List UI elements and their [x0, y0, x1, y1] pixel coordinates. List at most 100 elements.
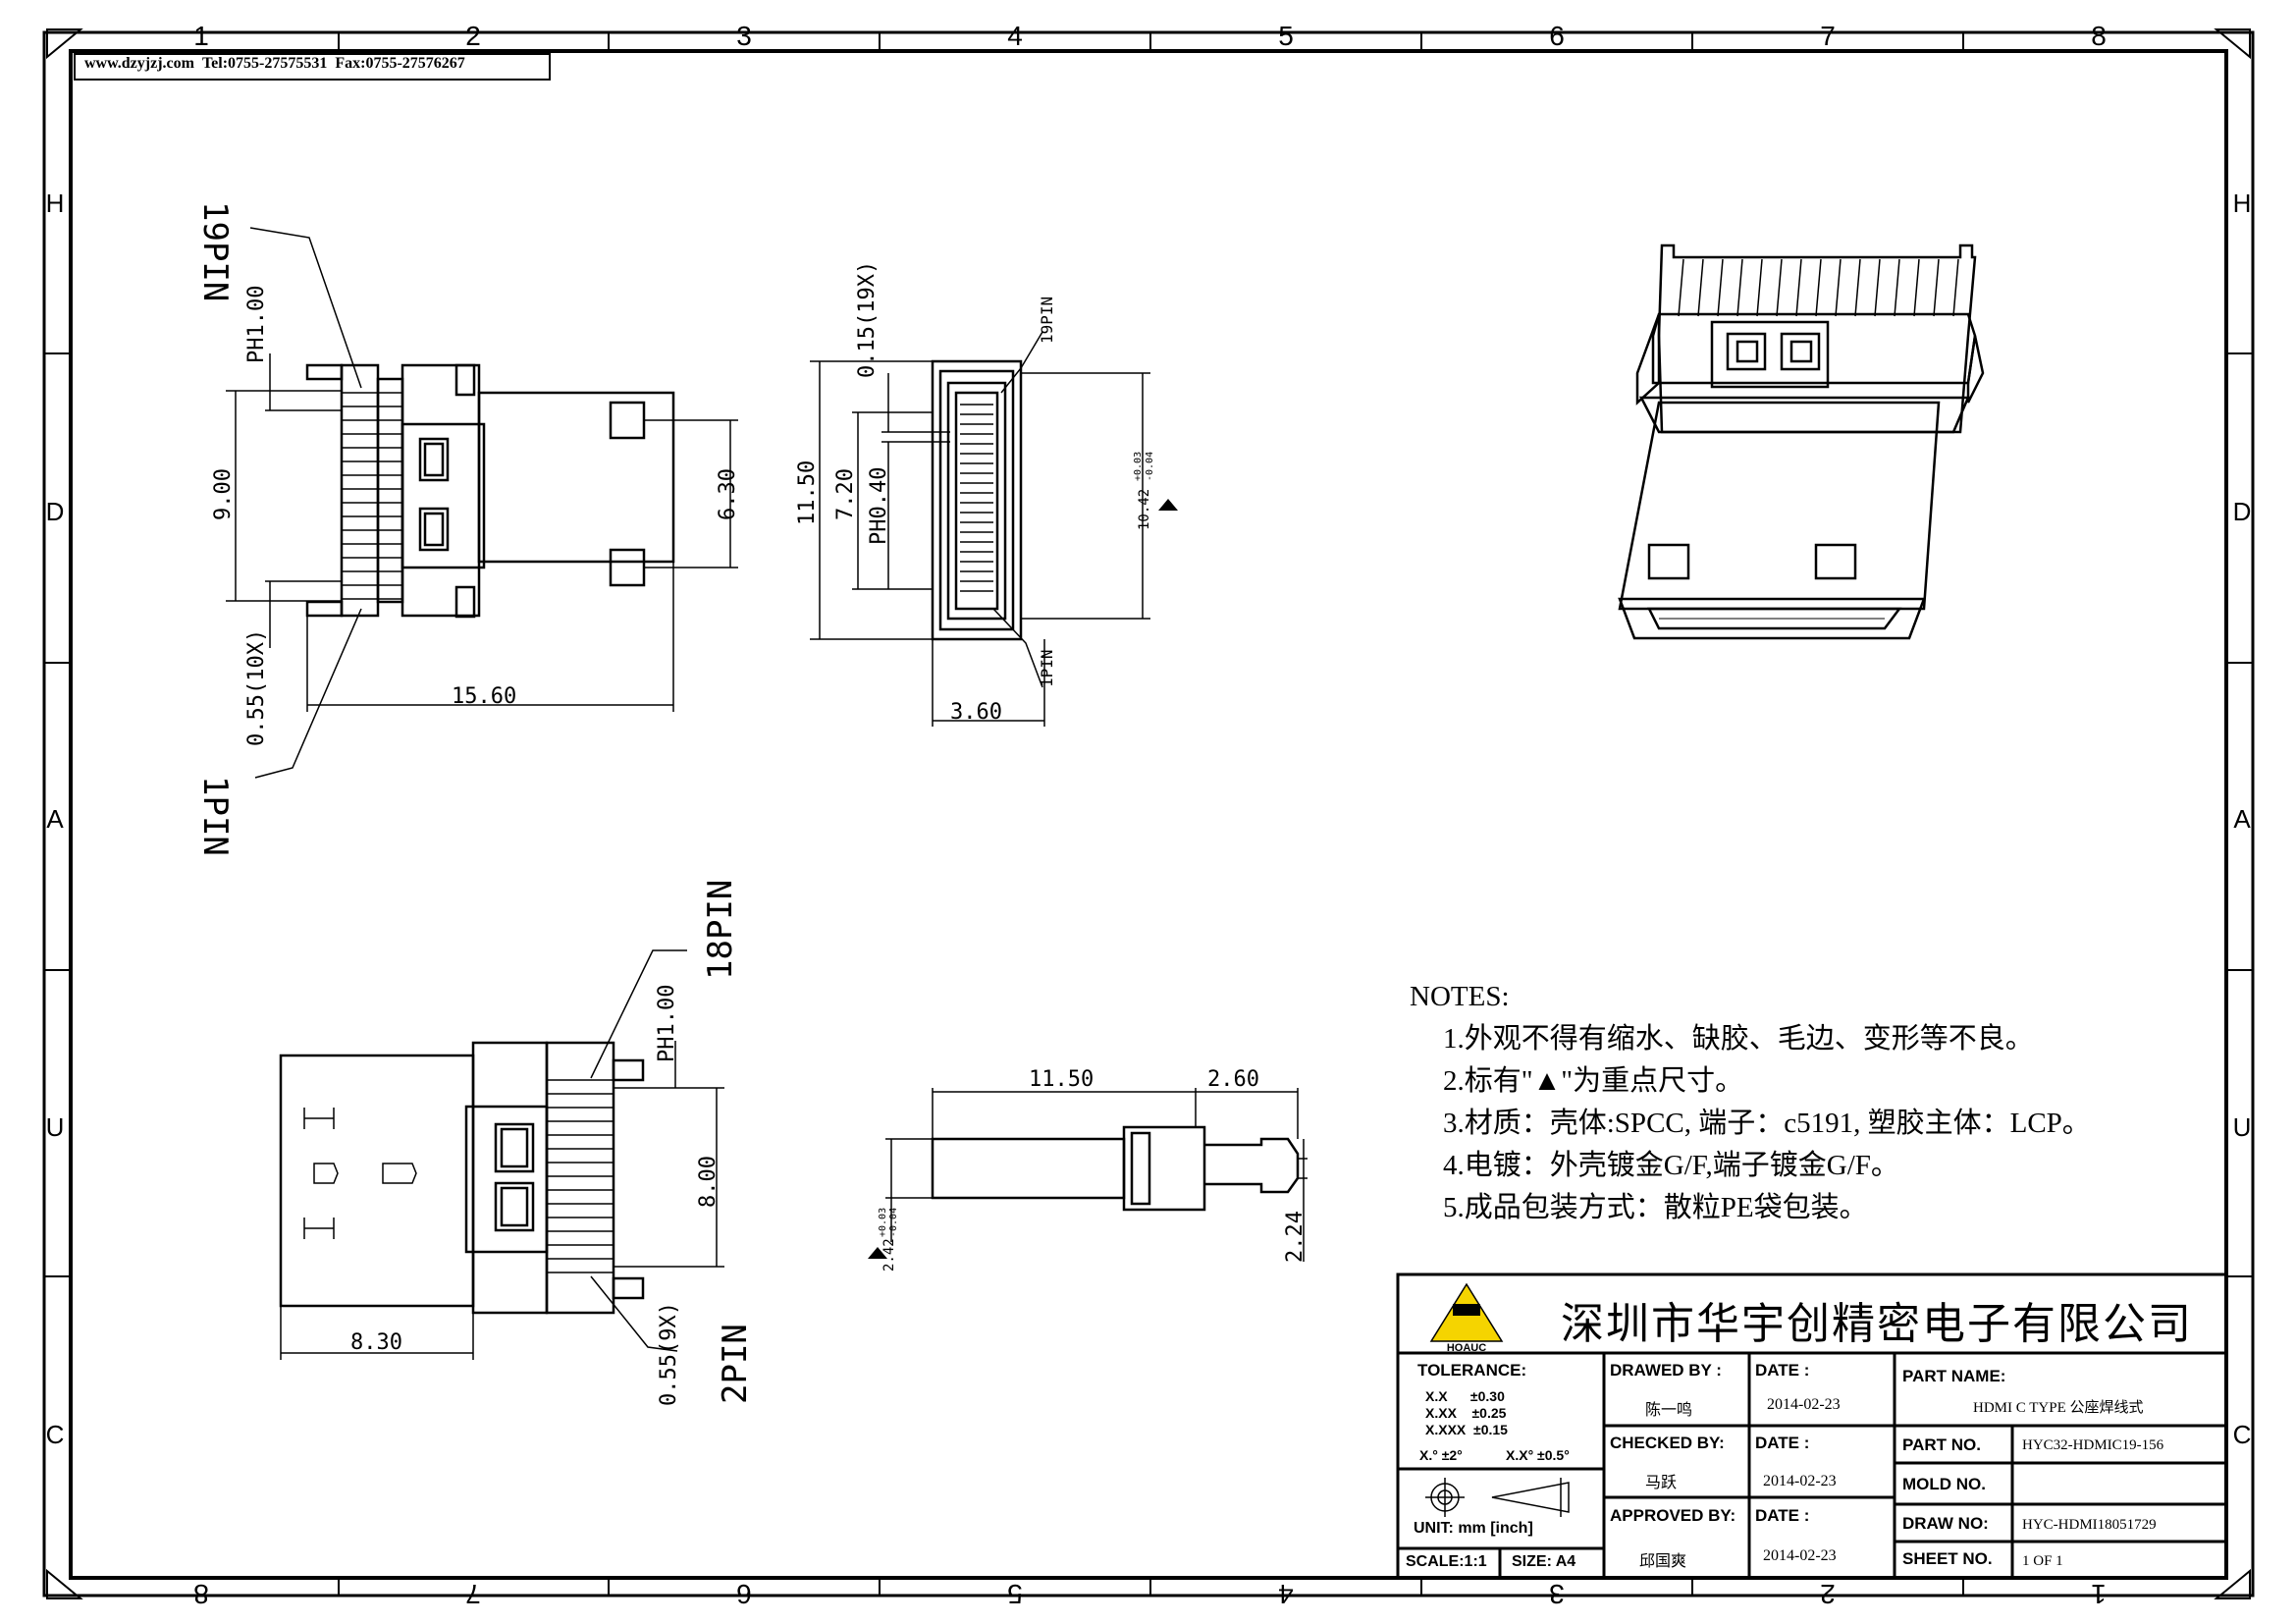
drawing-border — [42, 30, 2255, 1597]
zone-col-b2: 7 — [465, 1579, 481, 1609]
tol-x: X.X — [1425, 1388, 1448, 1404]
notes-title: NOTES: — [1410, 981, 1510, 1012]
zone-row-r3: A — [2233, 804, 2251, 834]
part-name-label: PART NAME: — [1902, 1367, 2006, 1385]
company-name: 深圳市华宇创精密电子有限公司 — [1561, 1299, 2193, 1349]
zone-col-b4: 5 — [1007, 1579, 1023, 1609]
bottom-pin-width: 0.55(9X) — [657, 1302, 681, 1406]
front-dim-height: 11.50 — [795, 460, 820, 525]
date-2: 2014-02-23 — [1763, 1473, 1837, 1489]
side-dim-tail: 2.60 — [1207, 1067, 1259, 1092]
company-logo: HOAUC — [1429, 1282, 1504, 1354]
zone-col-b6: 3 — [1549, 1579, 1565, 1609]
tol-xx-val: ±0.25 — [1471, 1405, 1507, 1421]
top-dim-length: 15.60 — [452, 684, 516, 709]
zone-labels-side: H D A U C H D A U C — [46, 189, 2252, 1449]
zone-col-3: 3 — [736, 21, 752, 51]
zone-col-b1: 8 — [193, 1579, 209, 1609]
zone-col-6: 6 — [1549, 21, 1565, 51]
zone-row-r4: U — [2233, 1112, 2252, 1142]
front-view-labels: 0.15(19X) 11.50 7.20 PH0.40 3.60 19PIN 1… — [795, 261, 1155, 725]
mold-no-label: MOLD NO. — [1902, 1475, 1986, 1493]
side-critical-dim: 2.42 — [881, 1238, 897, 1272]
corner-markers — [46, 28, 2251, 1599]
side-dim-length: 11.50 — [1029, 1067, 1094, 1092]
tol-xxx: X.XXX — [1425, 1422, 1467, 1437]
side-view-labels: 11.50 2.60 2.24 2.42 +0.03 -0.04 — [878, 1067, 1308, 1272]
zone-col-2: 2 — [465, 21, 481, 51]
front-dim-inner: 7.20 — [833, 468, 858, 520]
front-view — [810, 331, 1150, 727]
zone-row-l2: D — [46, 497, 65, 526]
zone-row-l5: C — [46, 1420, 65, 1449]
front-19pin: 19PIN — [1038, 297, 1056, 344]
tol-angle-2: X.X° ±0.5° — [1506, 1447, 1570, 1463]
top-19pin: 19PIN — [195, 201, 235, 301]
zone-row-l4: U — [46, 1112, 65, 1142]
side-tol-plus: +0.03 — [878, 1208, 888, 1237]
sheet-no-label: SHEET NO. — [1902, 1549, 1993, 1568]
zone-labels-top: 1 2 3 4 5 6 7 8 — [193, 21, 2107, 51]
part-no: HYC32-HDMIC19-156 — [2022, 1437, 2164, 1453]
zone-col-b3: 6 — [736, 1579, 752, 1609]
scale-label: SCALE:1:1 — [1406, 1553, 1487, 1570]
front-critical-triangle — [1158, 499, 1178, 511]
side-view — [885, 1088, 1308, 1262]
top-pin-width: 0.55(10X) — [244, 629, 269, 746]
note-item: 5.成品包装方式：散粒PE袋包装。 — [1443, 1192, 1868, 1223]
front-1pin: 1PIN — [1038, 649, 1056, 687]
zone-col-8: 8 — [2091, 21, 2107, 51]
front-pitch: PH0.40 — [867, 467, 891, 545]
zone-row-r2: D — [2233, 497, 2252, 526]
fax: Fax:0755-27576267 — [335, 55, 465, 72]
bottom-pitch: PH1.00 — [655, 985, 679, 1062]
front-pin-width: 0.15(19X) — [855, 261, 880, 378]
draw-no-label: DRAW NO: — [1902, 1514, 1989, 1533]
header-contact: www.dzyjzj.com Tel:0755-27575531 Fax:075… — [84, 55, 465, 73]
top-dim-630: 6.30 — [716, 468, 740, 520]
front-tol-plus: +0.03 — [1133, 452, 1144, 481]
sheet-no: 1 OF 1 — [2022, 1553, 2063, 1569]
bottom-18pin: 18PIN — [701, 880, 740, 980]
zone-col-b8: 1 — [2091, 1579, 2107, 1609]
approved-by-label: APPROVED BY: — [1610, 1506, 1736, 1525]
front-tol-minus: -0.04 — [1145, 452, 1155, 481]
checked-by-label: CHECKED BY: — [1610, 1434, 1725, 1452]
zone-col-5: 5 — [1278, 21, 1294, 51]
logo-text: HOAUC — [1447, 1342, 1486, 1354]
isometric-view — [1618, 244, 1985, 640]
zone-row-l3: A — [46, 804, 64, 834]
zone-col-4: 4 — [1007, 21, 1023, 51]
top-view-labels: 19PIN 1PIN PH1.00 9.00 6.30 0.55(10X) 15… — [195, 201, 740, 856]
bottom-view — [279, 949, 724, 1360]
front-critical-dim: 10.42 — [1137, 489, 1152, 530]
bottom-view-labels: 18PIN 2PIN PH1.00 8.00 0.55(9X) 8.30 — [350, 880, 755, 1406]
tol-angle-1: X.° ±2° — [1419, 1447, 1463, 1463]
top-pitch: PH1.00 — [244, 286, 269, 363]
note-item: 1.外观不得有缩水、缺胶、毛边、变形等不良。 — [1443, 1023, 2034, 1055]
bottom-dim-width: 8.00 — [696, 1156, 721, 1208]
zone-labels-bottom: 8 7 6 5 4 3 2 1 — [193, 1579, 2107, 1609]
checked-by: 马跃 — [1645, 1475, 1678, 1491]
zone-col-1: 1 — [193, 21, 209, 51]
note-item: 2.标有"▲"为重点尺寸。 — [1443, 1065, 1744, 1097]
date-label-3: DATE : — [1755, 1506, 1810, 1525]
website-box — [74, 53, 551, 81]
tol-x-val: ±0.30 — [1469, 1388, 1505, 1404]
date-3: 2014-02-23 — [1763, 1547, 1837, 1564]
bottom-dim-length: 8.30 — [350, 1330, 402, 1355]
drawn-by-label: DRAWED BY : — [1610, 1361, 1722, 1380]
date-1: 2014-02-23 — [1767, 1396, 1841, 1413]
bottom-2pin: 2PIN — [716, 1324, 755, 1404]
zone-row-l1: H — [46, 189, 65, 218]
side-critical-triangle — [868, 1247, 887, 1259]
top-1pin: 1PIN — [195, 776, 235, 856]
tol-xx: X.XX — [1425, 1405, 1457, 1421]
note-item: 3.材质：壳体:SPCC, 端子：c5191, 塑胶主体：LCP。 — [1443, 1108, 2091, 1139]
zone-col-7: 7 — [1820, 21, 1836, 51]
unit-label: UNIT: mm [inch] — [1414, 1520, 1533, 1537]
part-name: HDMI C TYPE 公座焊线式 — [1973, 1400, 2144, 1416]
side-tol-minus: -0.04 — [888, 1208, 899, 1237]
top-view — [226, 227, 738, 779]
